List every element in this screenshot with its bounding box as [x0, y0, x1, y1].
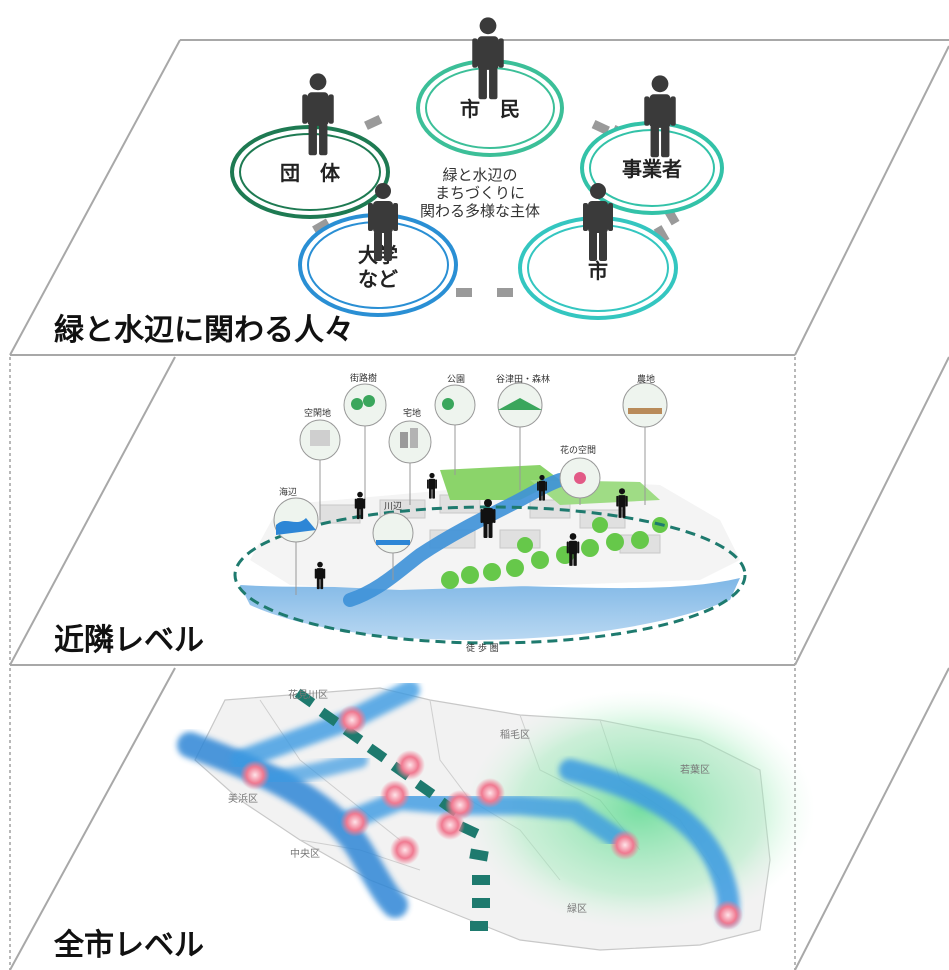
people-layer-label: 緑と水辺に関わる人々: [54, 313, 354, 348]
place-label-nouchi: 農地: [637, 373, 655, 385]
neighborhood-level-plane: 徒 歩 圏 海辺 空閑地 街路樹: [9, 356, 949, 666]
actor-label-business: 事業者: [622, 157, 682, 181]
neighborhood-level-label: 近隣レベル: [54, 623, 204, 658]
place-label-hana: 花の空間: [560, 444, 596, 456]
center-line-2: まちづくりに: [435, 184, 525, 202]
actor-label-groups: 団 体: [280, 161, 341, 185]
city-level-plane: 花見川区 稲毛区 若葉区 美浜区 中央区 緑区 全市レベル: [9, 667, 949, 970]
actor-label-citizens: 市 民: [460, 97, 520, 121]
neighborhood-illustration: 徒 歩 圏 海辺 空閑地 街路樹: [233, 372, 747, 654]
district-wakaba: 若葉区: [680, 763, 710, 776]
place-label-umibe: 海辺: [279, 486, 297, 498]
district-hanamigawa: 花見川区: [288, 688, 328, 701]
actor-label-city: 市: [588, 259, 608, 283]
place-label-yatsuda: 谷津田・森林: [496, 373, 550, 385]
place-label-gairoju: 街路樹: [350, 372, 377, 384]
node: [337, 705, 367, 735]
center-line-3: 関わる多様な主体: [420, 202, 540, 220]
actor-business: 事業者: [580, 121, 724, 215]
actor-label-university-line2: など: [358, 267, 398, 291]
district-chuo: 中央区: [290, 847, 320, 860]
actor-city: 市: [518, 216, 678, 320]
city-nodes: [240, 705, 743, 930]
actor-citizens: 市 民: [416, 59, 564, 157]
node: [340, 807, 370, 837]
node: [713, 900, 743, 930]
place-label-kawabe: 川辺: [384, 501, 402, 512]
node: [610, 830, 640, 860]
node: [435, 810, 465, 840]
center-line-1: 緑と水辺の: [442, 166, 517, 184]
node: [390, 835, 420, 865]
district-midori: 緑区: [567, 902, 587, 915]
walk-zone-label: 徒 歩 圏: [466, 642, 499, 654]
people-plane: 市 民 事業者 市 大学 など 団 体 緑と水辺の まちづくりに 関わる多様な主: [9, 17, 949, 356]
city-map: 花見川区 稲毛区 若葉区 美浜区 中央区 緑区: [177, 680, 815, 951]
district-inage: 稲毛区: [500, 729, 530, 741]
node: [380, 780, 410, 810]
place-label-kouen: 公園: [447, 374, 465, 385]
node: [240, 760, 270, 790]
walk-zone-ellipse: [233, 505, 747, 645]
center-caption: 緑と水辺の まちづくりに 関わる多様な主体: [420, 166, 540, 220]
place-label-takuchi: 宅地: [403, 407, 421, 419]
city-level-label: 全市レベル: [53, 928, 204, 963]
node: [475, 778, 505, 808]
place-label-kuukanchi: 空閑地: [304, 407, 331, 419]
node: [395, 750, 425, 780]
district-mihama: 美浜区: [228, 792, 258, 805]
place-pins: 海辺 空閑地 街路樹 宅地 公園: [273, 372, 668, 595]
